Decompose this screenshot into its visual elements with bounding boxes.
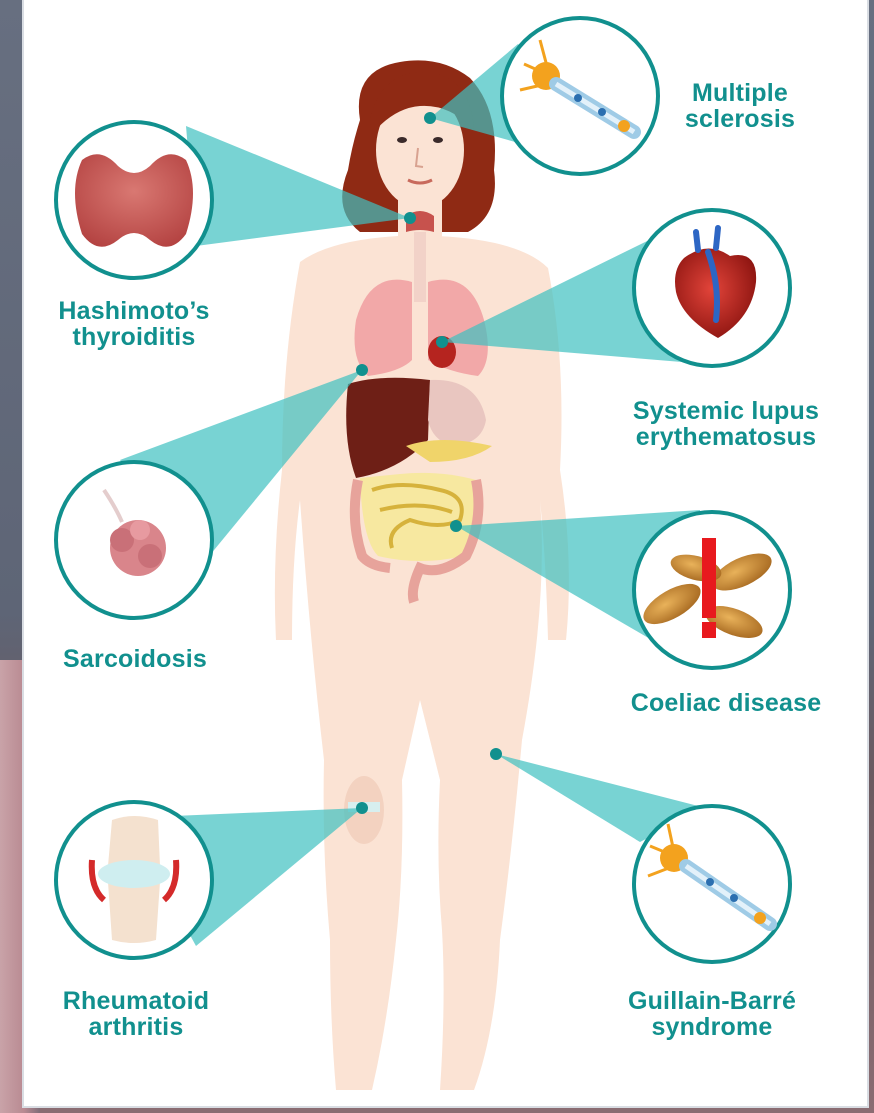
label-systemic-lupus-erythematosus: Systemic lupus erythematosus (606, 398, 846, 450)
label-coeliac-disease: Coeliac disease (606, 690, 846, 716)
knee-joint-icon (56, 802, 212, 958)
label-multiple-sclerosis: Multiple sclerosis (670, 80, 810, 132)
label-guillain-barre-syndrome: Guillain-Barré syndrome (604, 988, 820, 1040)
heart-icon (634, 210, 790, 366)
gbs-neuron-icon (634, 806, 790, 962)
ms-neuron-icon (502, 18, 658, 174)
label-sarcoidosis: Sarcoidosis (40, 646, 230, 672)
label-rheumatoid-arthritis: Rheumatoid arthritis (36, 988, 236, 1040)
label-hashimotos-thyroiditis: Hashimoto’s thyroiditis (34, 298, 234, 350)
wheat-grain-warning-icon (634, 512, 790, 668)
thyroid-icon (56, 122, 212, 278)
lung-nodule-icon (56, 462, 212, 618)
